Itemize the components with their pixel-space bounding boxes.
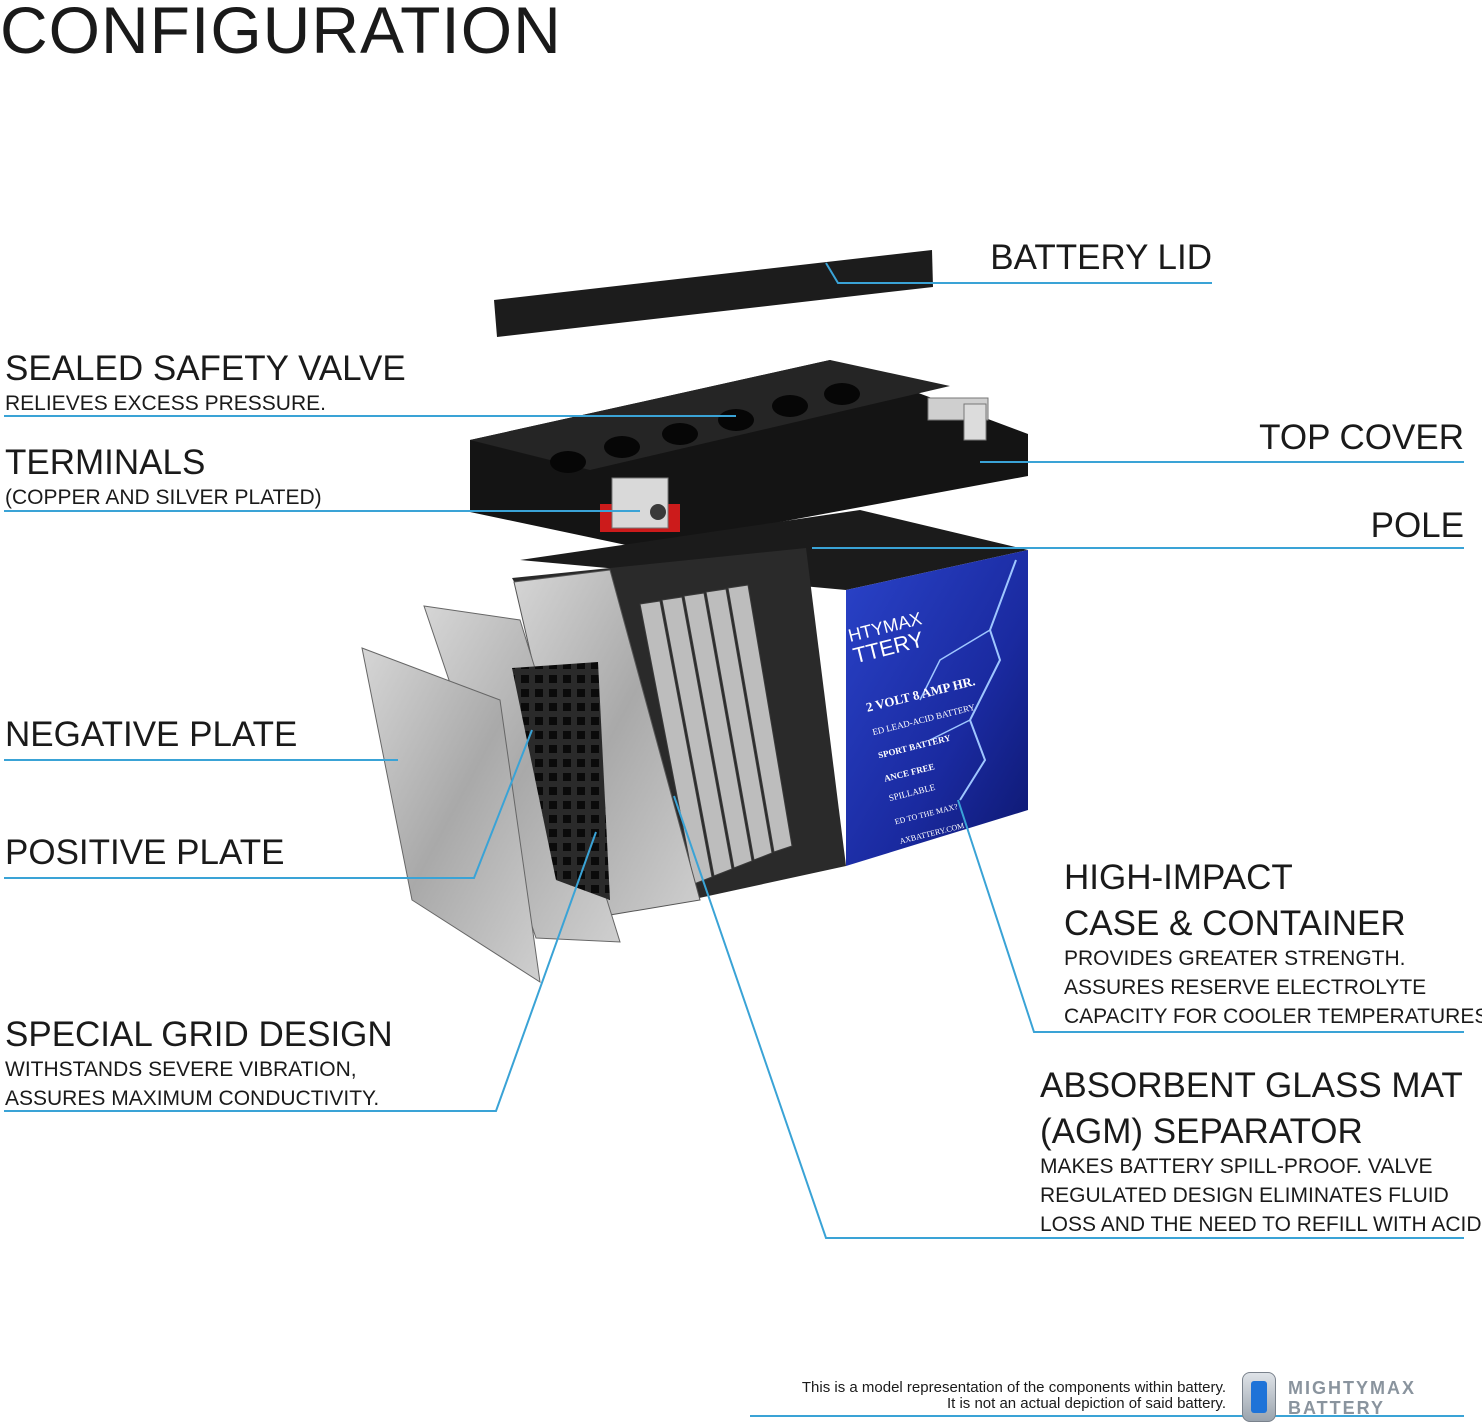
label-special-grid: SPECIAL GRID DESIGN WITHSTANDS SEVERE VI… (5, 1015, 393, 1113)
negative-terminal (927, 397, 989, 441)
brand-logo: MIGHTYMAX BATTERY (1238, 1370, 1438, 1424)
label-pole: POLE (1371, 506, 1464, 546)
negative-plate-heading: NEGATIVE PLATE (5, 715, 298, 754)
disclaimer-line-1: This is a model representation of the co… (801, 1379, 1226, 1396)
agm-sub-2: REGULATED DESIGN ELIMINATES FLUID (1040, 1184, 1449, 1207)
agm-sub-1: MAKES BATTERY SPILL-PROOF. VALVE (1040, 1155, 1433, 1178)
label-positive-plate: POSITIVE PLATE (5, 833, 284, 873)
label-battery-lid: BATTERY LID (990, 238, 1212, 278)
leader-battery-lid (825, 262, 1212, 284)
positive-plate-heading: POSITIVE PLATE (5, 833, 285, 872)
page-title: CONFIGURATION (0, 0, 562, 67)
top-cover (470, 360, 1028, 548)
label-agm-separator: ABSORBENT GLASS MAT (AGM) SEPARATOR MAKE… (1040, 1066, 1482, 1239)
leader-lines (4, 262, 1464, 1417)
leader-grid (4, 831, 597, 1112)
logo-line-2: BATTERY (1288, 1398, 1385, 1418)
agm-heading-1: ABSORBENT GLASS MAT (1040, 1066, 1463, 1105)
disclaimer-line-2: It is not an actual depiction of said ba… (946, 1395, 1226, 1412)
grid-sub-1: WITHSTANDS SEVERE VIBRATION, (5, 1058, 357, 1081)
label-high-impact-case: HIGH-IMPACT CASE & CONTAINER PROVIDES GR… (1064, 858, 1482, 1031)
high-impact-sub-3: CAPACITY FOR COOLER TEMPERATURES. (1064, 1005, 1482, 1028)
disclaimer: This is a model representation of the co… (802, 1380, 1226, 1412)
high-impact-heading-2: CASE & CONTAINER (1064, 904, 1406, 943)
leader-high-impact (957, 799, 1464, 1033)
terminals-sub: (COPPER AND SILVER PLATED) (5, 486, 322, 509)
plate-stack (512, 548, 846, 919)
label-negative-plate: NEGATIVE PLATE (5, 715, 297, 755)
positive-terminal (600, 477, 680, 532)
high-impact-heading-1: HIGH-IMPACT (1064, 858, 1293, 897)
logo-line-1: MIGHTYMAX (1288, 1378, 1416, 1398)
leader-positive-plate (4, 729, 533, 879)
agm-heading-2: (AGM) SEPARATOR (1040, 1112, 1363, 1151)
grid-sub-2: ASSURES MAXIMUM CONDUCTIVITY. (5, 1087, 380, 1110)
grid-pattern (512, 662, 610, 900)
terminals-heading: TERMINALS (5, 443, 206, 482)
high-impact-sub-2: ASSURES RESERVE ELECTROLYTE (1064, 976, 1427, 999)
leader-agm (673, 795, 1464, 1239)
label-terminals: TERMINALS (COPPER AND SILVER PLATED) (5, 443, 322, 512)
agm-sub-3: LOSS AND THE NEED TO REFILL WITH ACID. (1040, 1213, 1482, 1236)
pole-heading: POLE (1370, 506, 1464, 545)
negative-plate (361, 647, 541, 984)
top-cover-heading: TOP COVER (1259, 418, 1464, 457)
battery-logo-icon (1242, 1372, 1276, 1422)
sealed-valve-sub: RELIEVES EXCESS PRESSURE. (5, 392, 326, 415)
label-top-cover: TOP COVER (1259, 418, 1464, 458)
label-sealed-safety-valve: SEALED SAFETY VALVE RELIEVES EXCESS PRES… (5, 349, 406, 418)
high-impact-sub-1: PROVIDES GREATER STRENGTH. (1064, 947, 1406, 970)
grid-heading: SPECIAL GRID DESIGN (5, 1015, 393, 1054)
battery-lid (494, 250, 933, 337)
sealed-valve-heading: SEALED SAFETY VALVE (5, 349, 406, 388)
battery-lid-heading: BATTERY LID (990, 238, 1212, 277)
